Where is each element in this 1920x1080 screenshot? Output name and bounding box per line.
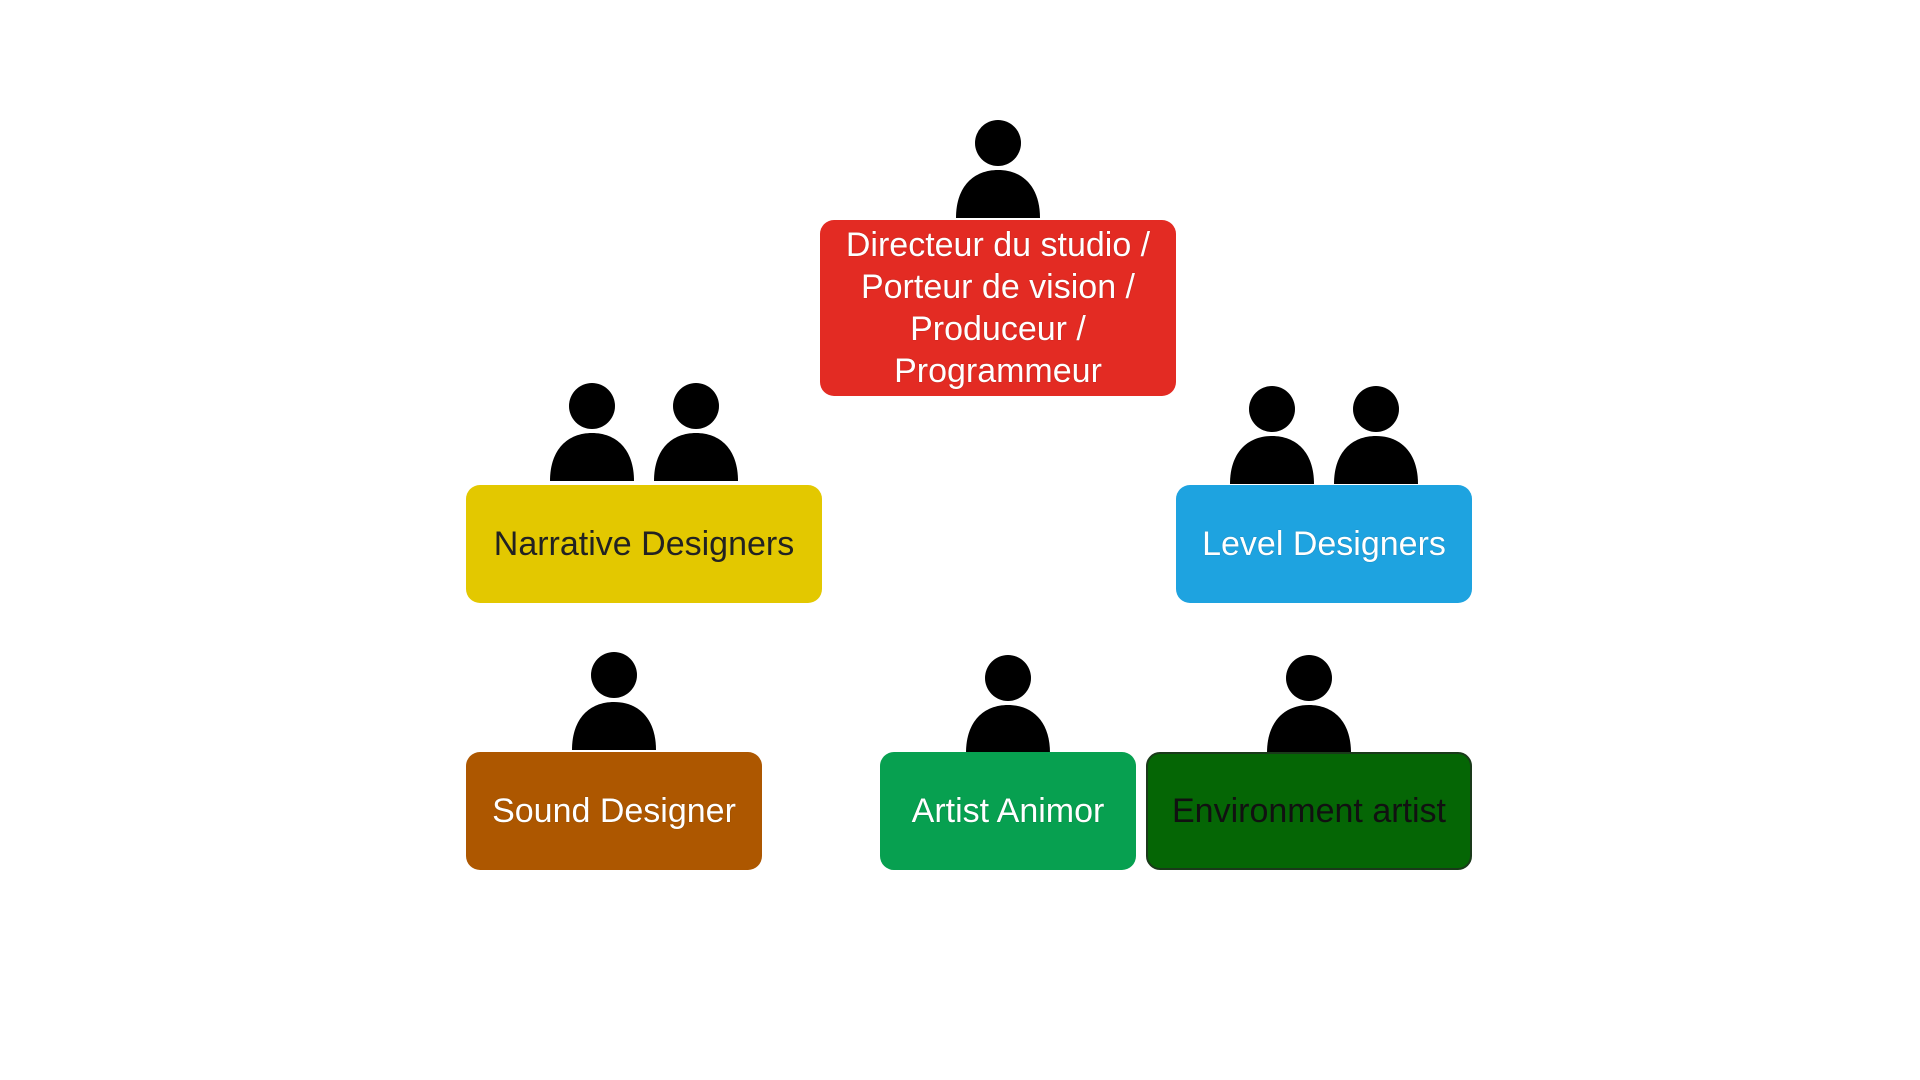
- artist-animor-box: Artist Animor: [880, 752, 1136, 870]
- role-environment-artist: Environment artist: [1146, 655, 1472, 870]
- people-group: [1146, 655, 1472, 753]
- people-group: [1176, 386, 1472, 484]
- role-director: Directeur du studio / Porteur de vision …: [820, 120, 1176, 396]
- person-icon: [572, 652, 656, 750]
- people-group: [466, 383, 822, 481]
- narrative-designers-box: Narrative Designers: [466, 485, 822, 603]
- people-group: [880, 655, 1136, 753]
- person-icon: [966, 655, 1050, 753]
- person-icon: [654, 383, 738, 481]
- person-icon: [956, 120, 1040, 218]
- role-artist-animor: Artist Animor: [880, 655, 1136, 870]
- people-group: [820, 120, 1176, 218]
- person-icon: [1334, 386, 1418, 484]
- level-designers-box: Level Designers: [1176, 485, 1472, 603]
- role-narrative-designers: Narrative Designers: [466, 383, 822, 603]
- role-level-designers: Level Designers: [1176, 383, 1472, 603]
- people-group: [466, 652, 762, 750]
- environment-artist-box: Environment artist: [1146, 752, 1472, 870]
- role-sound-designer: Sound Designer: [466, 652, 762, 870]
- person-icon: [550, 383, 634, 481]
- director-box: Directeur du studio / Porteur de vision …: [820, 220, 1176, 396]
- sound-designer-box: Sound Designer: [466, 752, 762, 870]
- person-icon: [1267, 655, 1351, 753]
- person-icon: [1230, 386, 1314, 484]
